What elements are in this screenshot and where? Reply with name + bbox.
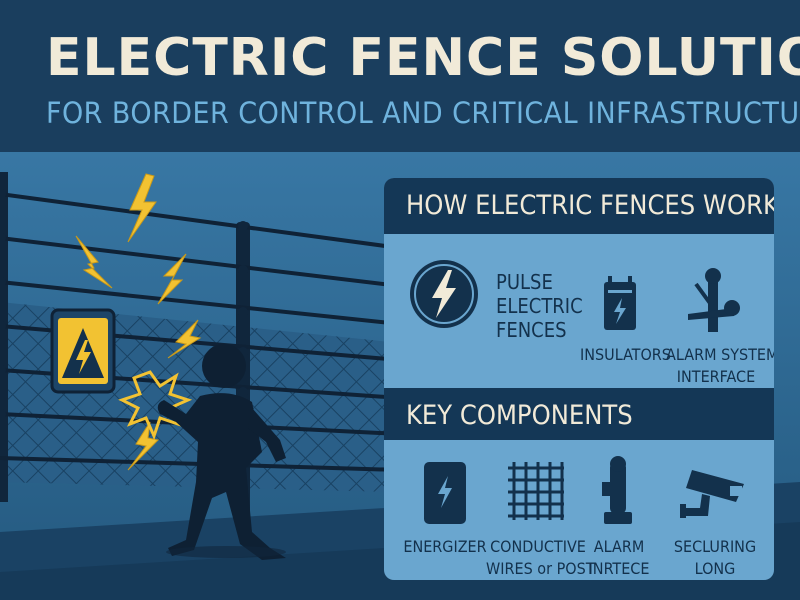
conductive-wires-label: CONDUCTIVE WIRES or POST <box>486 537 595 578</box>
key-components-title: KEY COMPONENTS <box>406 400 633 431</box>
spark-burst <box>118 370 193 441</box>
insulator-icon <box>604 276 636 330</box>
pulse-fences-label: PULSE ELECTRIC FENCES <box>496 270 583 342</box>
alarm-system-label: ALARM SYSTEM INTERFACE <box>666 345 774 386</box>
lightning-bolts <box>75 173 202 471</box>
lightning-bolt-icon <box>410 260 478 328</box>
page-subtitle: FOR BORDER CONTROL AND CRITICAL INFRASTR… <box>46 96 800 130</box>
mesh-wires-icon <box>508 462 564 520</box>
energizer-icon <box>424 462 466 524</box>
warning-sign-icon <box>50 308 116 394</box>
how-it-works-title: HOW ELECTRIC FENCES WORK <box>406 190 774 221</box>
key-components-section: ENERGIZER CONDUCTIVE WIRES or POST <box>384 440 774 580</box>
how-it-works-section: PULSE ELECTRIC FENCES INSULATORS <box>384 234 774 388</box>
how-it-works-header: HOW ELECTRIC FENCES WORK <box>384 178 774 234</box>
security-camera-icon <box>680 470 744 518</box>
alarm-interface-label: ALARM INRTECE <box>588 537 650 578</box>
insulators-label: INSULATORS <box>580 345 671 364</box>
page-title: ELECTRIC FENCE SOLUTIONS <box>46 28 800 88</box>
info-panel: HOW ELECTRIC FENCES WORK PULSE ELECTRIC … <box>384 178 774 580</box>
fence-post <box>0 172 8 502</box>
alarm-system-icon <box>688 268 740 332</box>
energizer-label: ENERGIZER <box>403 537 487 556</box>
securing-long-label: SECLURING LONG <box>673 537 757 578</box>
key-components-header: KEY COMPONENTS <box>384 388 774 440</box>
header: ELECTRIC FENCE SOLUTIONS FOR BORDER CONT… <box>0 0 800 152</box>
alarm-post-icon <box>602 456 632 524</box>
person-silhouette <box>157 344 286 560</box>
